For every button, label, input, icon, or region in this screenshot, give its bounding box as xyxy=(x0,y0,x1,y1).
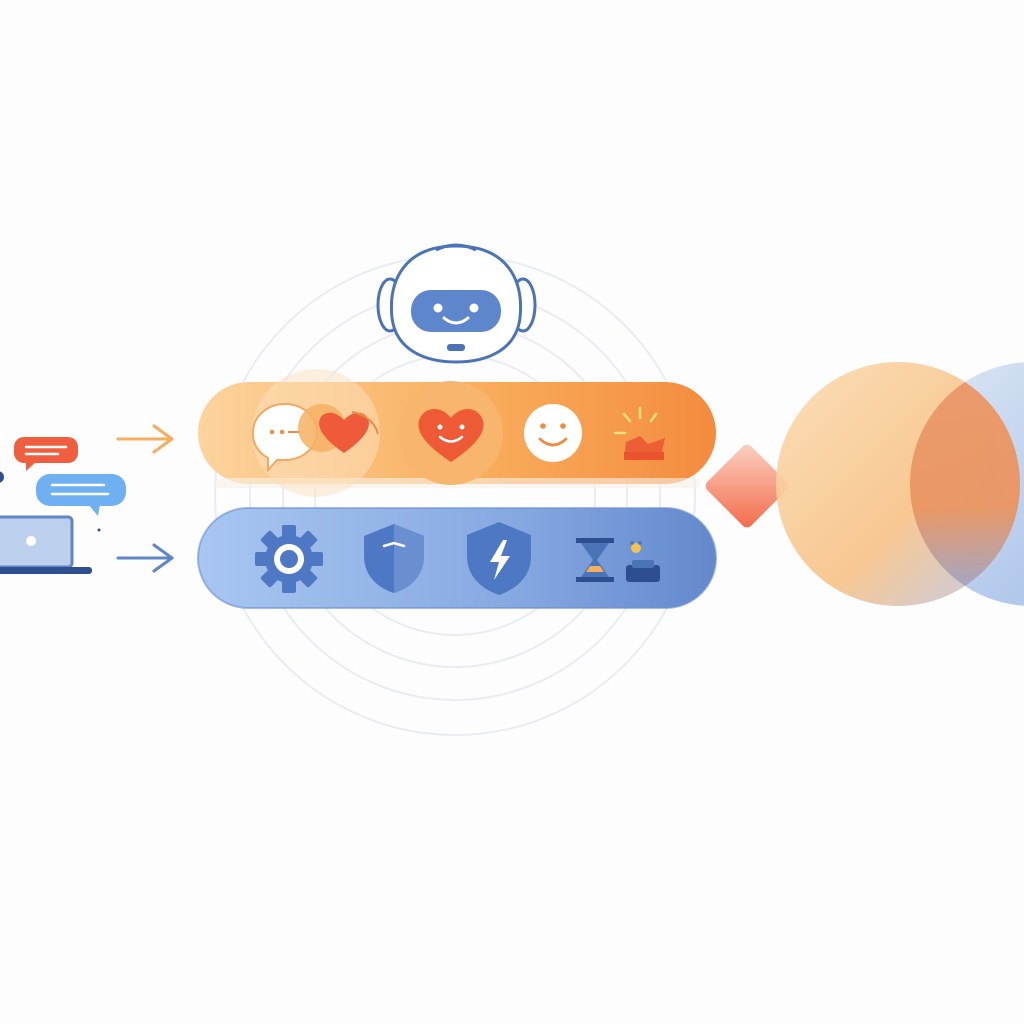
function-track xyxy=(197,507,717,609)
arrow-to-emotion-track xyxy=(116,424,174,454)
laptop-icon xyxy=(0,515,92,574)
gear-icon xyxy=(255,525,323,593)
shield-bolt-icon xyxy=(467,522,531,595)
worker-icon xyxy=(626,541,660,582)
diamond-icon xyxy=(705,444,789,528)
heart-smile-icon xyxy=(399,381,503,485)
chat-bubble-red-icon xyxy=(14,437,78,471)
celebrate-icon xyxy=(613,406,665,460)
hourglass-icon xyxy=(576,538,614,582)
robot-head-icon xyxy=(376,243,537,364)
dot xyxy=(97,528,101,532)
user-dot xyxy=(0,471,4,483)
shield-icon xyxy=(364,524,424,593)
chat-heart-icon xyxy=(251,369,380,497)
output-circles xyxy=(776,362,1024,606)
chat-bubble-blue-icon xyxy=(36,474,126,516)
circle-overlap xyxy=(910,362,1020,606)
arrow-to-function-track xyxy=(116,543,174,573)
smiley-icon xyxy=(524,404,582,462)
